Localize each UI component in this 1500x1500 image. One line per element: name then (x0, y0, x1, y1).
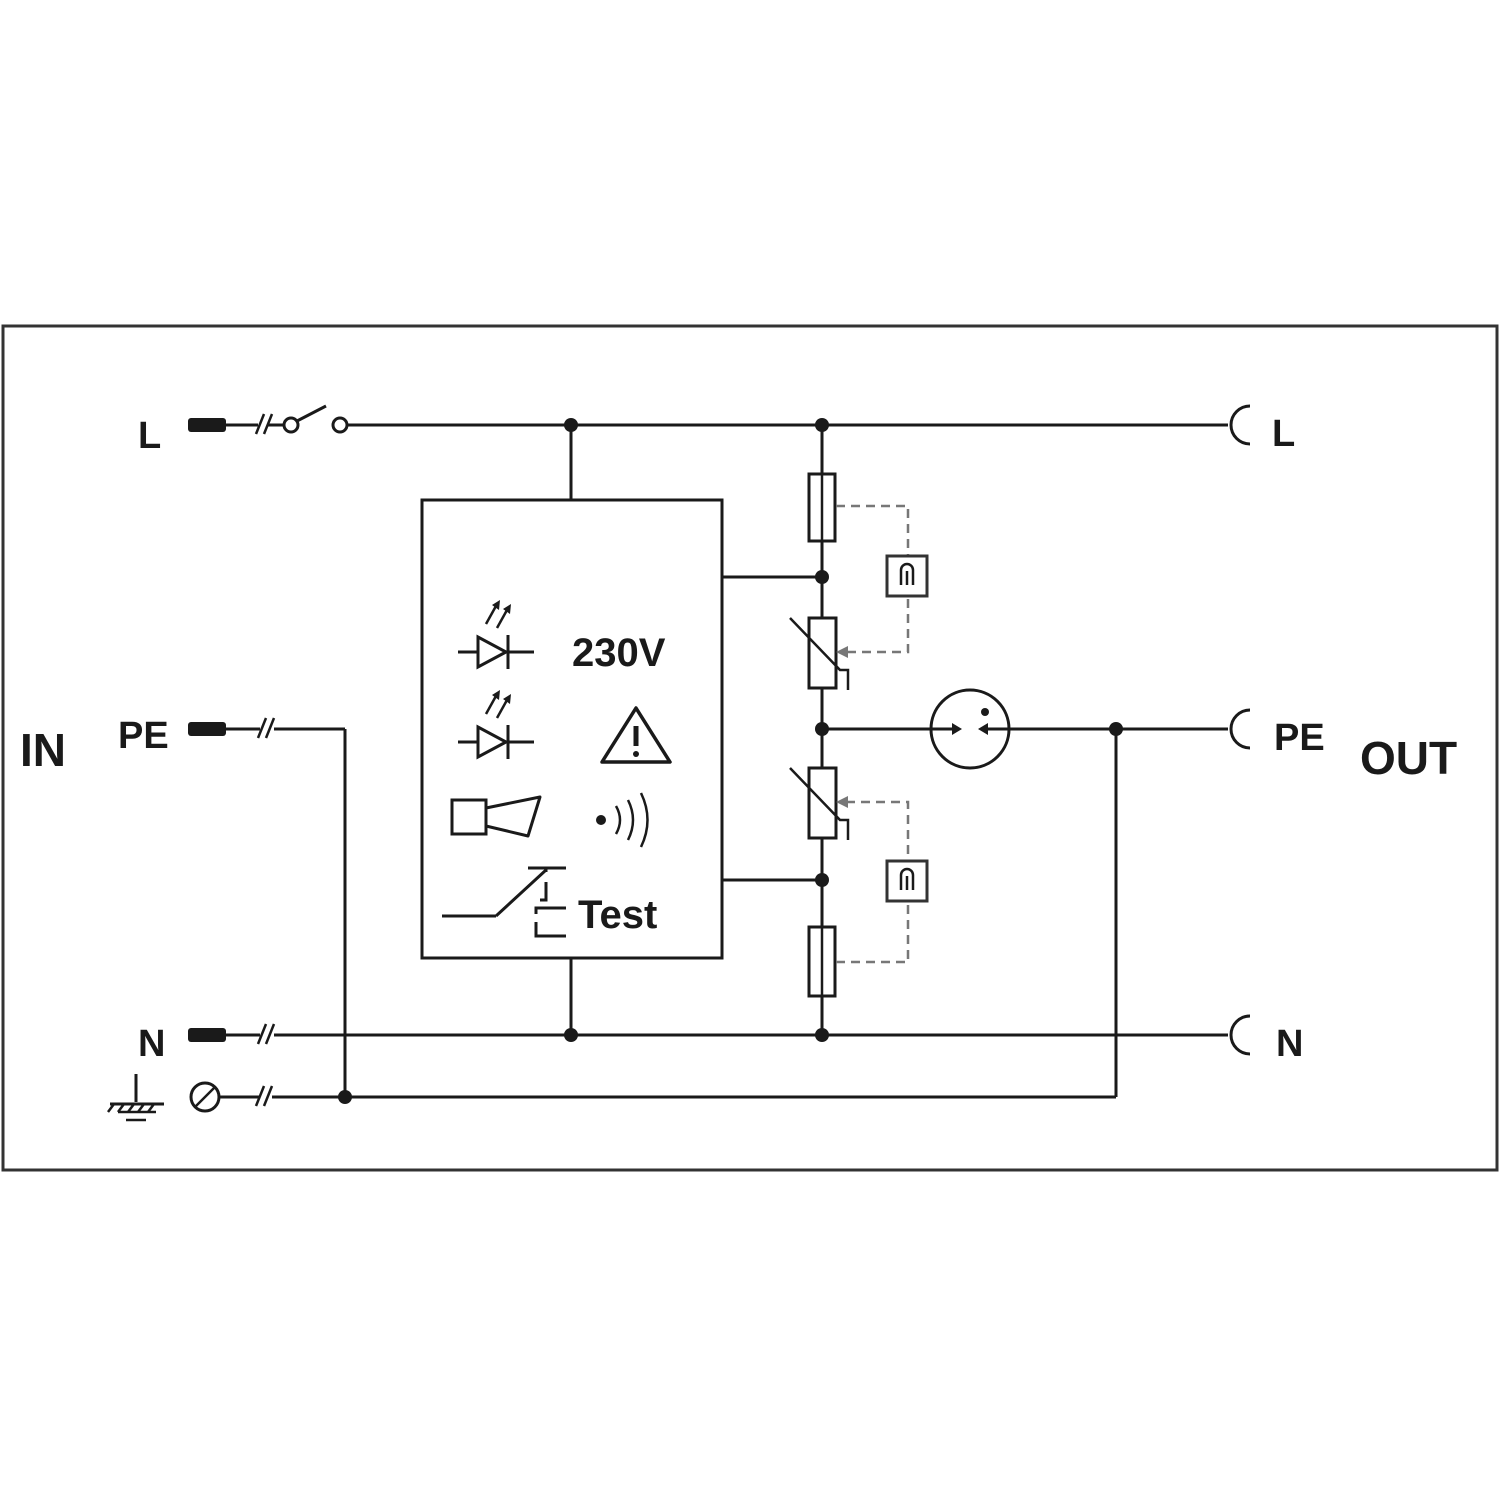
wiring (272, 423, 1228, 1099)
ground-icon (107, 1074, 164, 1122)
spark-gap-icon (929, 688, 1011, 770)
input-n-plug-icon (188, 1028, 226, 1042)
varistor-lower-icon (789, 766, 850, 840)
fuse-lower-icon (807, 925, 837, 998)
input-n-connector-icon (226, 1023, 276, 1045)
output-pe-label: PE (1274, 717, 1325, 759)
input-l-plug-icon (188, 418, 226, 432)
input-pe-plug-icon (188, 722, 226, 736)
input-group-label: IN (20, 724, 66, 776)
led-indicator-lower-icon (458, 690, 534, 760)
varistor-upper-icon (789, 616, 850, 690)
thermal-disconnector-lower-icon (836, 796, 929, 964)
module-test-label: Test (578, 893, 657, 937)
sound-signal-icon (596, 792, 649, 848)
input-pe-label: PE (118, 715, 169, 757)
warning-triangle-icon (600, 706, 672, 764)
thermal-disconnector-upper-icon (836, 504, 929, 658)
output-n-label: N (1276, 1023, 1303, 1065)
input-l-label: L (138, 415, 161, 457)
led-indicator-upper-icon (458, 600, 534, 670)
horn-buzzer-icon (450, 795, 542, 838)
output-pe-socket-icon (1229, 708, 1251, 750)
output-n-socket-icon (1229, 1014, 1251, 1056)
monitoring-module-box (420, 498, 724, 960)
junction-dots (338, 418, 1123, 1104)
fuse-upper-icon (807, 472, 837, 543)
output-l-label: L (1272, 413, 1295, 455)
input-l-switch-icon (226, 404, 349, 435)
output-l-socket-icon (1229, 404, 1251, 446)
output-group-label: OUT (1360, 732, 1457, 784)
ground-terminal-icon (189, 1081, 274, 1113)
module-voltage-label: 230V (572, 631, 666, 675)
input-n-label: N (138, 1023, 165, 1065)
diagram-frame (1, 324, 1499, 1172)
input-pe-connector-icon (226, 717, 276, 739)
test-contact-icon (442, 866, 566, 938)
